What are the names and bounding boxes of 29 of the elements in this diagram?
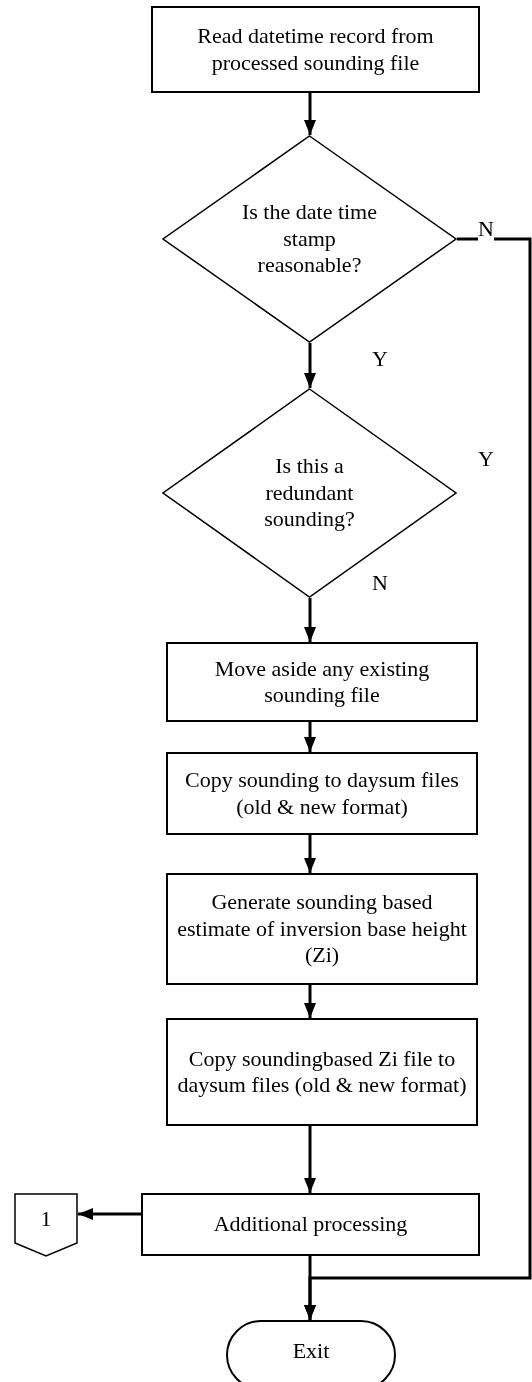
process-box <box>166 642 478 722</box>
branch-label: Y <box>478 446 494 473</box>
node-text: Copy soundingbased Zi file to daysum files (old & new format) <box>176 1045 468 1099</box>
arrow <box>304 343 316 388</box>
node-text: Is the date time stamp reasonable? <box>241 199 378 279</box>
process-box <box>166 873 478 985</box>
arrow <box>304 93 316 135</box>
decision-diamond <box>162 388 457 598</box>
process-box <box>166 1018 478 1126</box>
process-box <box>151 6 480 93</box>
arrow <box>304 237 532 1320</box>
node-text: 1 <box>40 1205 52 1233</box>
arrow <box>78 1208 141 1220</box>
node-text: Additional processing <box>213 1211 408 1238</box>
node-text: Move aside any existing sounding file <box>213 655 431 709</box>
decision-diamond <box>162 135 457 343</box>
node-text: Is this a redundant sounding? <box>263 453 356 533</box>
arrow <box>304 835 316 873</box>
off-page-connector <box>14 1193 78 1257</box>
node-text: Generate sounding based estimate of inversion base height (Zi) <box>176 889 468 969</box>
process-box <box>141 1193 480 1256</box>
arrow <box>304 722 316 752</box>
process-box <box>166 752 478 835</box>
node-text: Exit <box>292 1337 330 1365</box>
node-text: Copy sounding to daysum files (old & new format) <box>184 767 460 820</box>
arrow <box>304 1126 316 1193</box>
arrow <box>304 598 316 642</box>
node-text: Read datetime record from processed sounding file <box>196 23 435 76</box>
arrow <box>304 985 316 1018</box>
